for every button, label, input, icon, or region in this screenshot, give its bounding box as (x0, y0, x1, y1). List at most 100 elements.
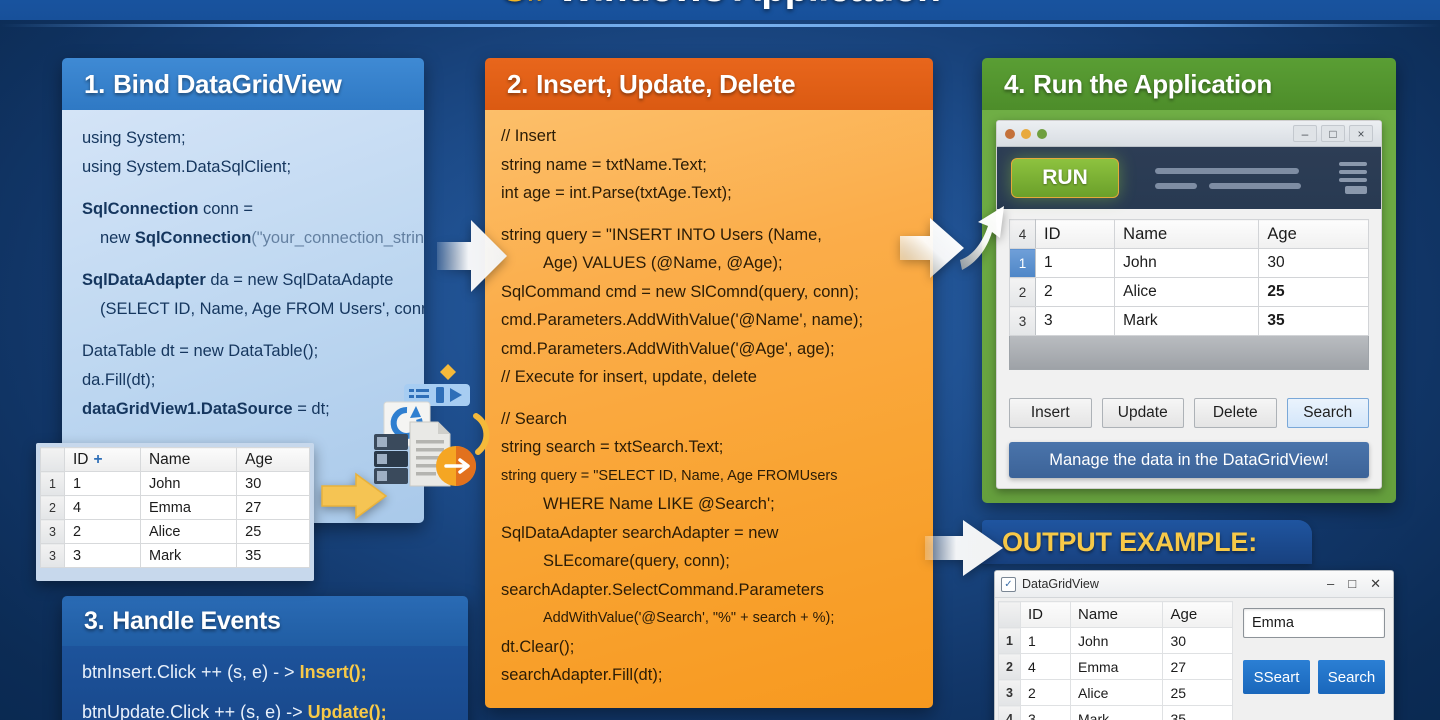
grid-corner-cell: 4 (1009, 219, 1036, 249)
code-line: // Search (501, 409, 568, 428)
output-example-ribbon: OUTPUT EXAMPLE: (982, 520, 1312, 564)
table-row[interactable]: 2 4 Emma 27 (998, 653, 1233, 680)
code-line: cmd.Parameters.AddWithValue('@Name', nam… (501, 311, 864, 329)
code-line: string query = "SELECT ID, Name, Age FRO… (501, 467, 838, 484)
output-datagrid[interactable]: ID Name Age 1 1 John 30 2 4 Emma 27 (995, 598, 1233, 720)
table-row[interactable]: 3 3 Mark 35 (40, 543, 310, 568)
code-line: new SqlConnection("your_connection_strin… (82, 224, 424, 253)
close-button[interactable]: × (1349, 125, 1373, 142)
close-button[interactable]: ✕ (1370, 576, 1381, 591)
cell-id: 1 (1019, 627, 1072, 654)
mock-application-window: – □ × RUN (996, 120, 1382, 489)
col-header-id: ID+ (63, 447, 141, 472)
cell-age: 30 (1258, 248, 1369, 278)
output-data-table: ID Name Age 1 1 John 30 2 4 Emma 27 (998, 601, 1233, 720)
cell-id: 4 (63, 495, 141, 520)
table-row[interactable]: 3 3 Mark 35 (1009, 306, 1369, 336)
update-button[interactable]: Update (1101, 398, 1184, 428)
code-spacer (501, 208, 915, 221)
manage-data-callout: Manage the data in the DataGridView! (1009, 442, 1369, 478)
code-keyword: dataGridView1.DataSource (82, 400, 293, 418)
code-line: btnUpdate.Click ++ (s, e) -> Update(); (82, 692, 448, 720)
code-keyword: SqlDataAdapter (82, 271, 206, 289)
output-search-panel: Emma SSeart Search (1233, 598, 1393, 720)
table-row[interactable]: 1 1 John 30 (40, 471, 310, 496)
panel3-title: Handle Events (112, 606, 281, 635)
cell-age: 25 (236, 519, 310, 544)
cell-id: 3 (1019, 705, 1072, 720)
add-row-icon[interactable]: + (93, 450, 103, 468)
run-button[interactable]: RUN (1011, 158, 1119, 198)
panel2-code-block: // Insert string name = txtName.Text; in… (485, 110, 933, 708)
toolbar-line (1155, 167, 1299, 174)
cell-age: 30 (236, 471, 310, 496)
code-line: string search = txtSearch.Text; (501, 438, 724, 456)
code-line: // Execute for insert, update, delete (501, 368, 757, 386)
row-header: 3 (40, 519, 65, 544)
export-arrow-badge-icon (436, 446, 476, 486)
traffic-light-red-icon[interactable] (1005, 128, 1015, 139)
row-header: 2 (40, 495, 65, 520)
code-line: SqlCommand cmd = new SlComnd(query, conn… (501, 282, 859, 301)
code-line: using System.DataSqlClient; (82, 158, 292, 176)
minimize-button[interactable]: – (1293, 125, 1317, 142)
code-line: string name = txtName.Text; (501, 155, 707, 174)
insert-button[interactable]: Insert (1009, 398, 1092, 428)
table-row[interactable]: 1 1 John 30 (1009, 248, 1369, 278)
cell-name: Alice (139, 519, 238, 544)
menu-line (1339, 170, 1367, 174)
arrow-yellow-right (318, 468, 390, 524)
col-header-id: ID (1019, 601, 1072, 628)
table-row[interactable]: 1 1 John 30 (998, 627, 1233, 654)
output-example-section: OUTPUT EXAMPLE: ✓ DataGridView – □ ✕ ID … (982, 520, 1396, 720)
code-line: using System; (82, 129, 186, 147)
cell-name: Mark (139, 543, 238, 568)
traffic-light-green-icon[interactable] (1037, 128, 1047, 139)
code-line: SqlDataAdapter da = new SqlDataAdapte (82, 266, 404, 295)
cell-name: Mark (1070, 705, 1164, 720)
delete-button[interactable]: Delete (1194, 398, 1277, 428)
panel4-header: 4. Run the Application (982, 58, 1396, 110)
row-header: 3 (998, 679, 1021, 706)
toolbar-menu-icon[interactable] (1339, 162, 1367, 194)
search-input[interactable]: Emma (1243, 608, 1385, 638)
sample-data-grid[interactable]: ID+ Name Age 1 1 John 30 2 4 Emma 27 3 2… (36, 443, 314, 581)
cell-name: John (139, 471, 238, 496)
maximize-button[interactable]: □ (1321, 125, 1345, 142)
arrow-step2-to-output (925, 512, 1005, 584)
table-row[interactable]: 2 4 Emma 27 (40, 495, 310, 520)
grid-empty-area (1009, 336, 1369, 370)
maximize-button[interactable]: □ (1348, 576, 1357, 591)
mock-datagridview[interactable]: 4 ID Name Age 1 1 John 30 2 2 Alice (997, 209, 1381, 390)
output-button-row: SSeart Search (1243, 660, 1385, 694)
cell-age: 30 (1162, 627, 1233, 654)
col-header-id: ID (1034, 219, 1116, 249)
code-line: searchAdapter.Fill(dt); (501, 666, 663, 684)
mock-data-table: 4 ID Name Age 1 1 John 30 2 2 Alice (1009, 219, 1369, 336)
col-header-name: Name (1114, 219, 1260, 249)
panel2-number: 2. (507, 68, 529, 99)
panel2-title: Insert, Update, Delete (536, 68, 796, 99)
sseart-button[interactable]: SSeart (1243, 660, 1310, 694)
toolbar-line (1209, 182, 1301, 189)
cell-age: 35 (1162, 705, 1233, 720)
menu-line (1339, 162, 1367, 166)
code-line: da.Fill(dt); (82, 371, 156, 389)
traffic-light-yellow-icon[interactable] (1021, 128, 1031, 139)
table-row[interactable]: 2 2 Alice 25 (1009, 277, 1369, 307)
table-row[interactable]: 3 2 Alice 25 (40, 519, 310, 544)
cell-id: 2 (63, 519, 141, 544)
table-row[interactable]: 3 2 Alice 25 (998, 679, 1233, 706)
search-button[interactable]: Search (1318, 660, 1385, 694)
title-divider (0, 24, 1440, 27)
search-button[interactable]: Search (1286, 398, 1369, 428)
row-header: 1 (40, 471, 65, 496)
code-method: Update(); (307, 702, 387, 720)
col-header-name: Name (1070, 601, 1164, 628)
table-row[interactable]: 4 3 Mark 35 (998, 705, 1233, 720)
table-header-row: ID Name Age (998, 601, 1233, 628)
grid-corner-cell (998, 601, 1021, 628)
toolbar-line (1155, 182, 1197, 189)
cell-id: 3 (1034, 306, 1116, 336)
minimize-button[interactable]: – (1327, 576, 1335, 591)
